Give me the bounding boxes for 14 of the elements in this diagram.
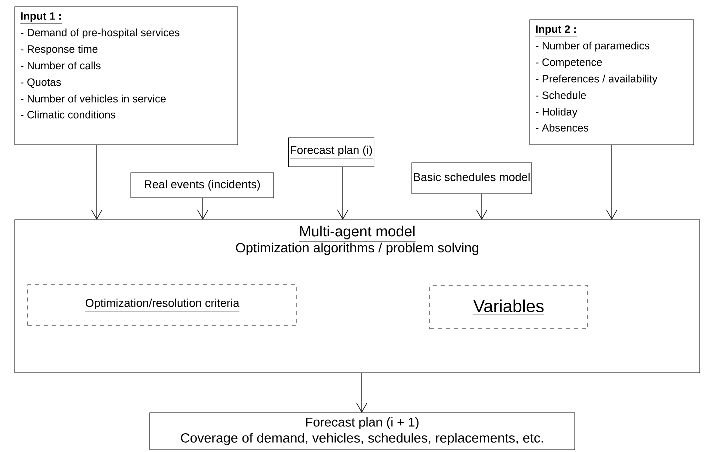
process-box: Basic schedules model — [412, 162, 532, 194]
criteria-box: Optimization/resolution criteria — [28, 284, 298, 326]
process-box: Forecast plan (i) — [288, 138, 375, 168]
arrow — [197, 198, 209, 220]
input-box: Input 2 : - Number of paramedics - Competence - Preferences / availability - Schedule - Holiday - Absences — [530, 20, 694, 146]
output-box: Forecast plan (i + 1) Coverage of demand, vehicles, schedules, replacements, etc. — [150, 412, 576, 450]
variables-box: Variables — [430, 286, 588, 330]
arrow — [91, 144, 103, 220]
arrow — [337, 166, 349, 220]
input-box: Input 1 : - Demand of pre-hospital services - Response time - Number of calls - Quotas - Number of vehicles in service - Climatic conditions — [14, 6, 238, 146]
arrow — [356, 372, 368, 413]
arrow — [606, 144, 618, 220]
process-box: Real events (incidents) — [130, 172, 274, 198]
arrow — [476, 194, 488, 220]
